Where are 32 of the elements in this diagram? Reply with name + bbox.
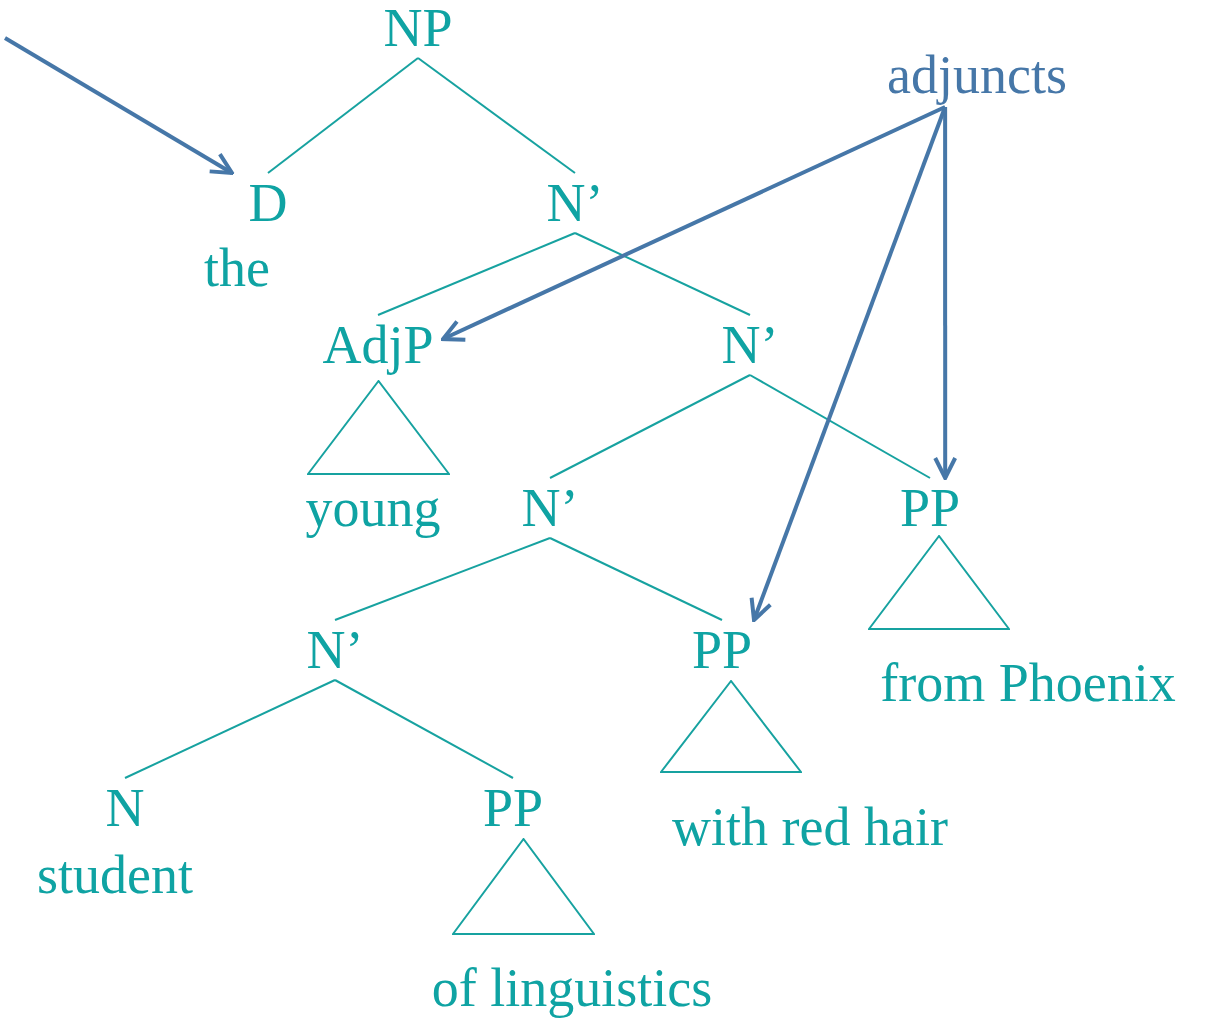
category-label: N’ [546, 173, 604, 233]
tree-branch-line [549, 537, 723, 621]
tree-branch-line [417, 57, 576, 174]
phrase-label: with red hair [672, 797, 948, 857]
word-label: student [37, 845, 193, 905]
category-label: PP [482, 778, 544, 838]
tree-branch-line [377, 232, 576, 316]
category-label: N’ [721, 315, 779, 375]
tree-branch-line [549, 374, 751, 479]
phrase-label: of linguistics [431, 958, 713, 1018]
arrow [749, 106, 947, 622]
tree-branch-line [124, 679, 336, 779]
tree-branch-line [334, 537, 551, 621]
arrow [3, 36, 234, 175]
arrow [441, 105, 946, 342]
category-label: adjuncts [887, 45, 1067, 105]
category-label: D [248, 173, 288, 233]
tree-branch-line [334, 679, 514, 779]
category-label: N’ [521, 478, 579, 538]
phrase-label: young [305, 478, 441, 538]
category-label: N [105, 778, 145, 838]
word-label: the [204, 238, 270, 298]
category-label: AdjP [322, 315, 434, 375]
phrase-label: from Phoenix [880, 653, 1176, 713]
tree-branch-line [749, 374, 931, 479]
arrow [933, 107, 958, 480]
category-label: PP [899, 478, 961, 538]
category-label: N’ [306, 620, 364, 680]
tree-branch-line [267, 57, 419, 174]
category-label: NP [383, 0, 453, 58]
tree-branch-line [574, 232, 751, 316]
category-label: PP [691, 620, 753, 680]
